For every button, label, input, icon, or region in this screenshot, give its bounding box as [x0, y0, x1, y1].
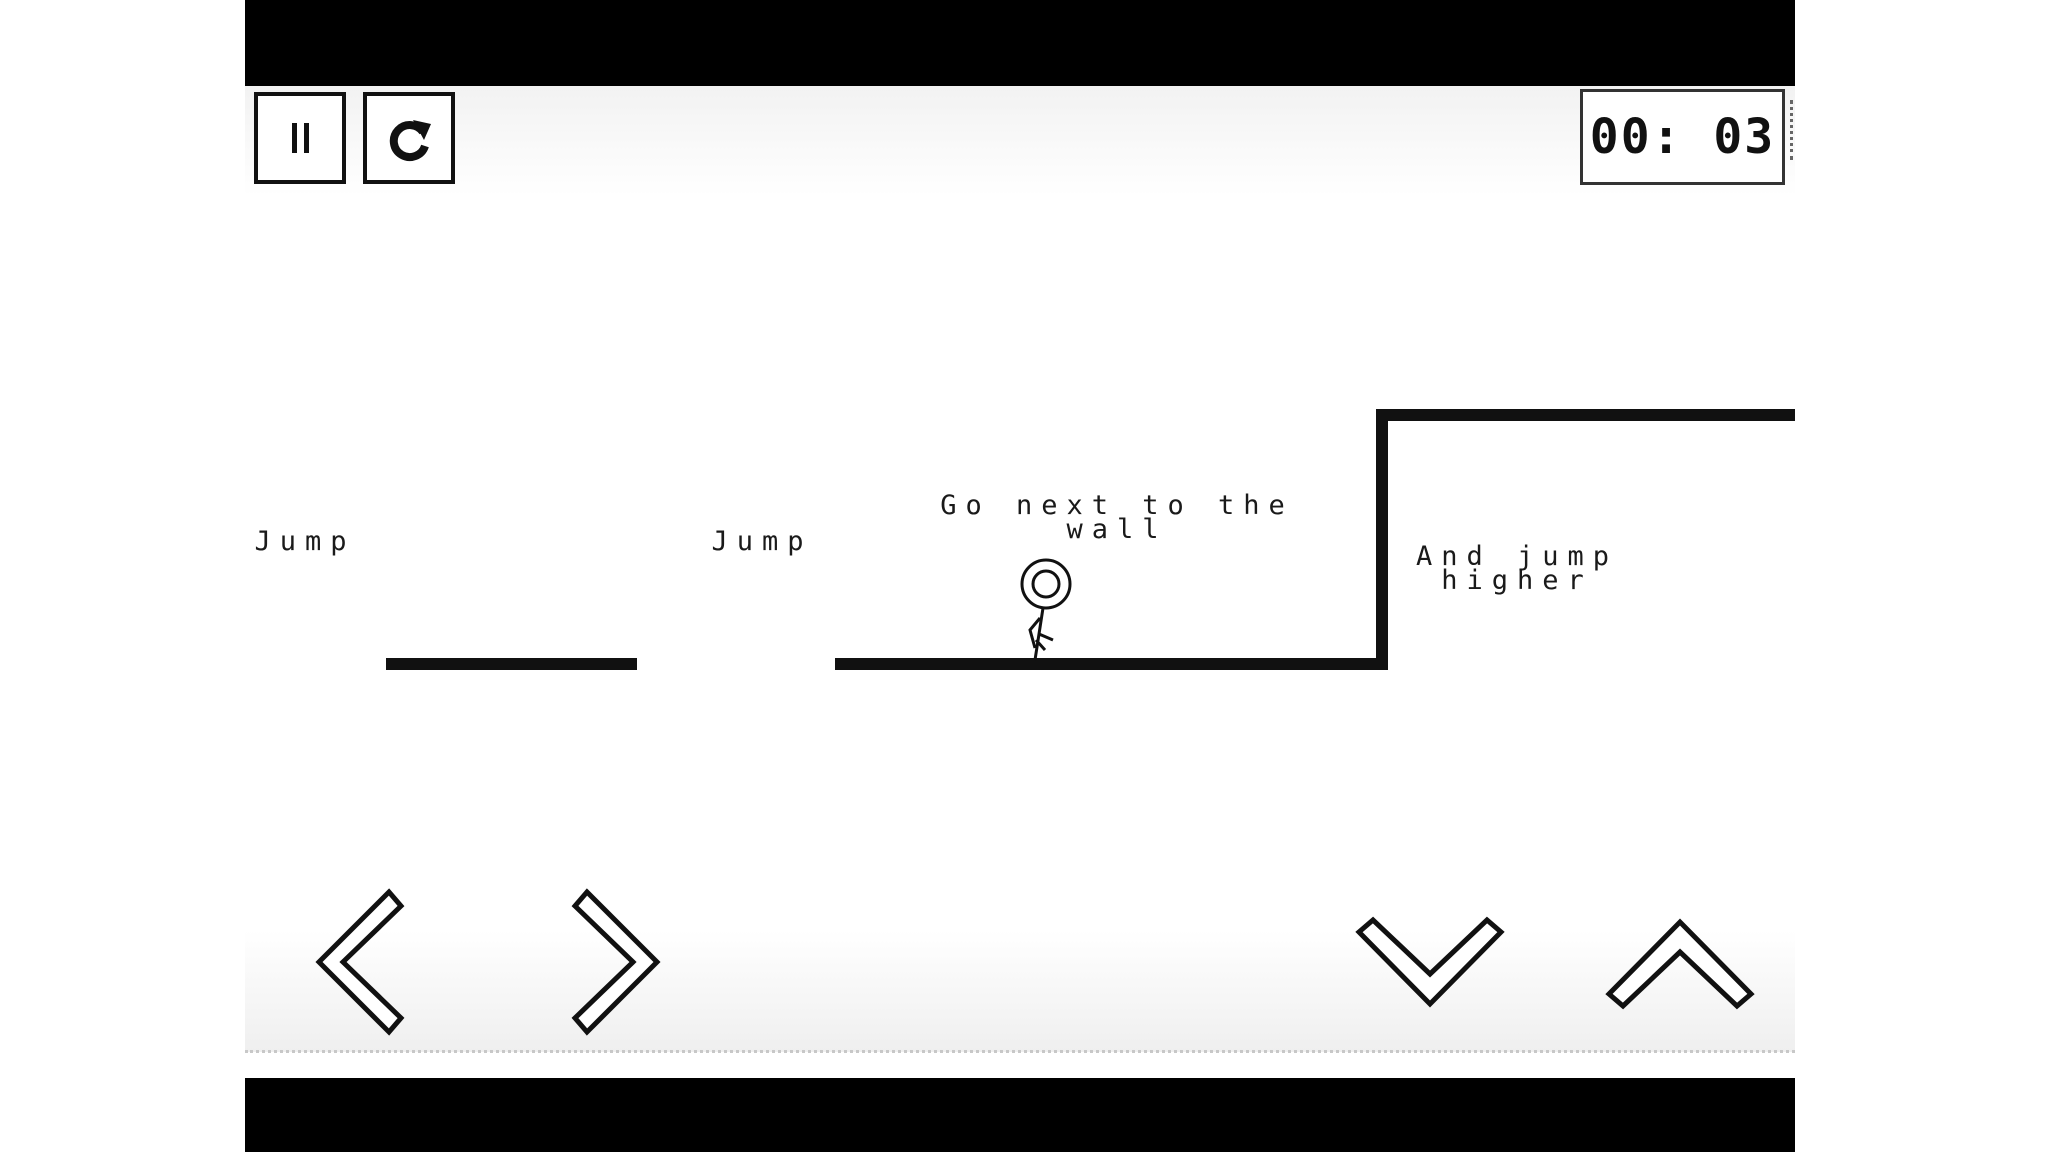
controls-bar: [245, 930, 1795, 1052]
hint-jump-middle: Jump: [711, 526, 813, 557]
restart-button[interactable]: [363, 92, 455, 184]
restart-icon: [389, 120, 431, 162]
jump-button[interactable]: [1605, 914, 1755, 1014]
hint-go-next-to-wall: Go next to the wall: [940, 490, 1294, 545]
game-screen: Jump Jump Go next to the wall And jump h…: [245, 0, 1795, 1152]
move-right-button[interactable]: [565, 888, 663, 1036]
chevron-right-icon: [571, 888, 661, 1036]
controls-divider: [245, 1050, 1795, 1053]
crouch-button[interactable]: [1355, 912, 1505, 1012]
letterbox-top: [245, 0, 1795, 86]
letterbox-bottom: [245, 1078, 1795, 1152]
chevron-left-icon: [315, 888, 405, 1036]
player-character: [1020, 558, 1072, 661]
chevron-down-icon: [1355, 916, 1505, 1008]
chevron-up-icon: [1605, 918, 1755, 1010]
move-left-button[interactable]: [313, 888, 411, 1036]
level-timer: 00: 03: [1580, 89, 1785, 185]
pause-button[interactable]: [254, 92, 346, 184]
platform-left: [386, 658, 637, 670]
level-map: [386, 409, 1795, 670]
hint-jump-left: Jump: [254, 526, 356, 557]
pause-icon: [292, 123, 309, 153]
timer-edge: [1790, 100, 1795, 160]
hud-bar: [245, 86, 1795, 196]
hint-jump-higher: And jump higher: [1415, 541, 1619, 596]
